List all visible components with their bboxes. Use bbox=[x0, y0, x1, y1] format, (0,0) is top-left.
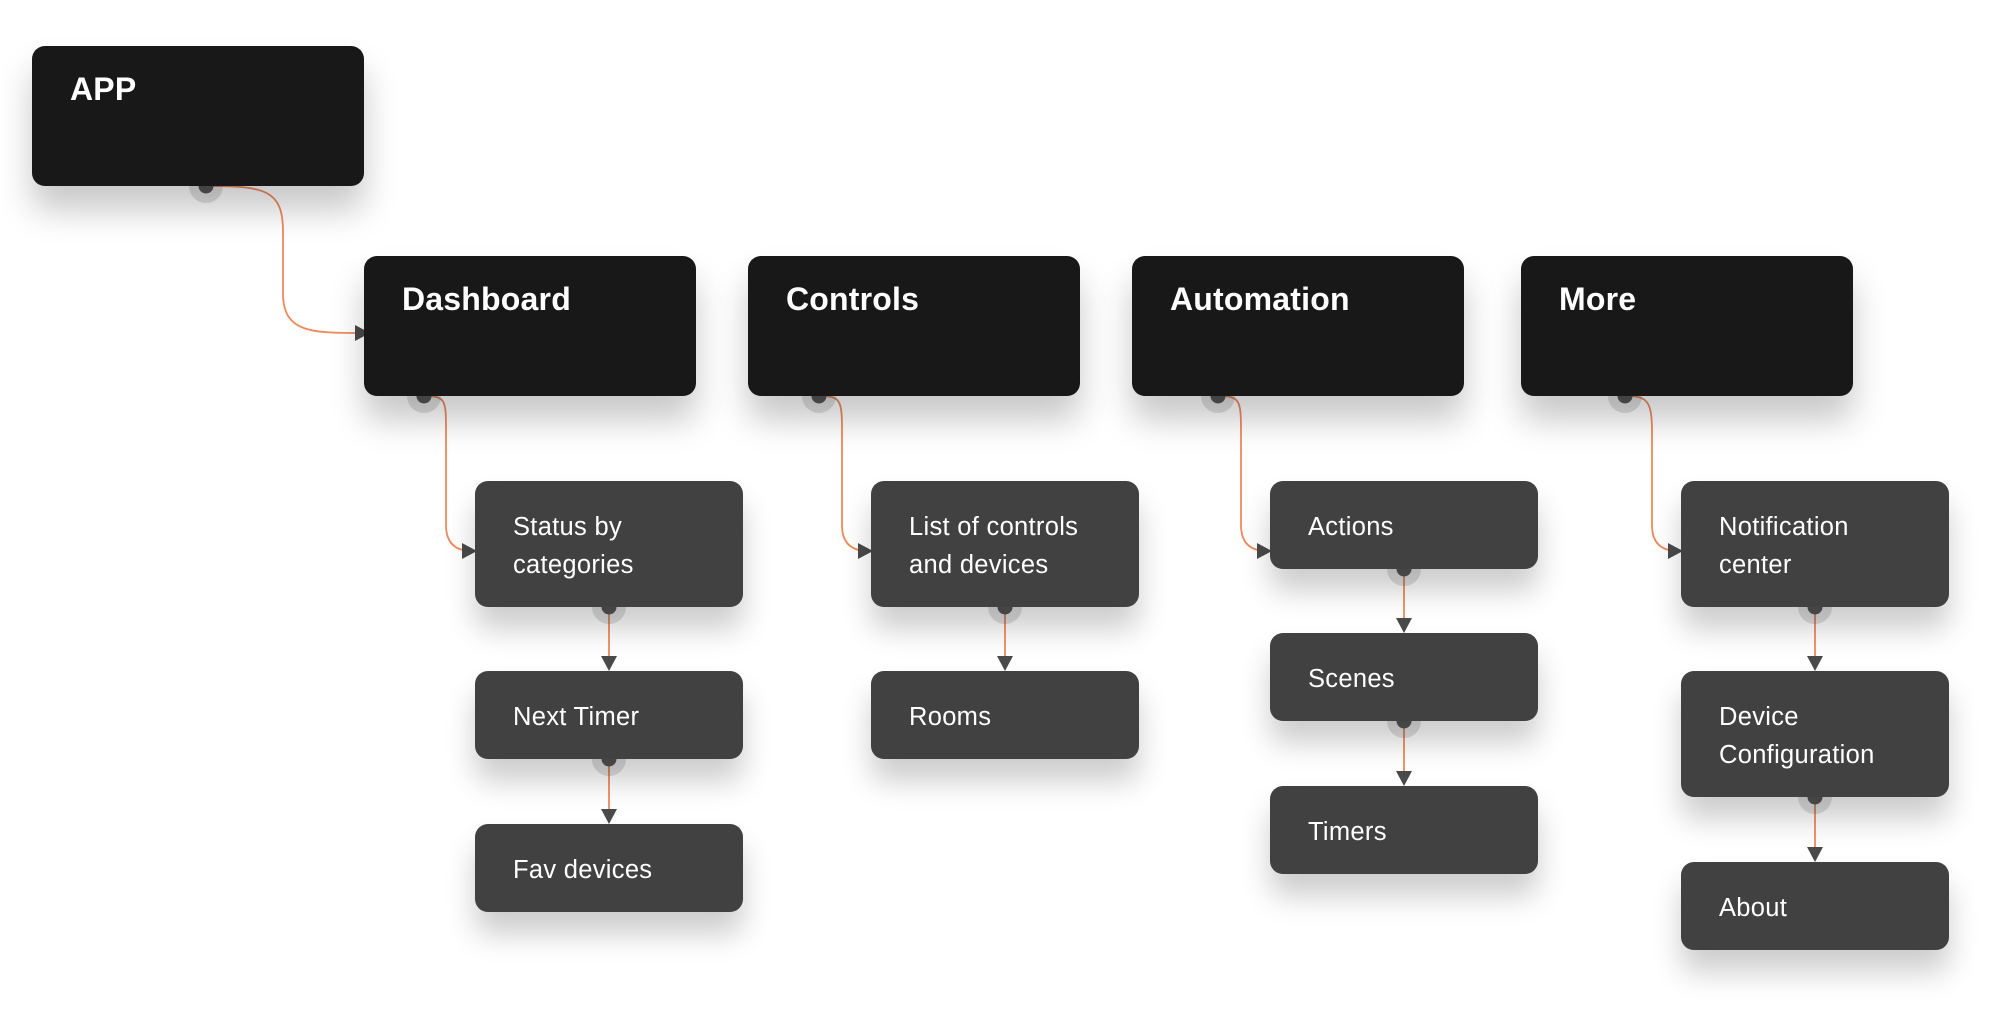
node-automation[interactable]: Automation bbox=[1132, 256, 1464, 396]
node-status-by-categories-label: Status by categories bbox=[513, 513, 634, 579]
node-dashboard[interactable]: Dashboard bbox=[364, 256, 696, 396]
node-fav-devices[interactable]: Fav devices bbox=[475, 824, 743, 912]
dashboard-to-status-arrowhead bbox=[462, 543, 477, 559]
node-controls[interactable]: Controls bbox=[748, 256, 1080, 396]
node-next-timer[interactable]: Next Timer bbox=[475, 671, 743, 759]
node-rooms[interactable]: Rooms bbox=[871, 671, 1139, 759]
actions-to-scenes-arrowhead bbox=[1396, 618, 1412, 633]
node-list-of-controls-label: List of controls and devices bbox=[909, 513, 1079, 579]
node-status-by-categories[interactable]: Status by categories bbox=[475, 481, 743, 607]
next-timer-to-fav-arrowhead bbox=[601, 809, 617, 824]
node-notification-center-label: Notification center bbox=[1719, 513, 1849, 579]
node-device-configuration-label: Device Configuration bbox=[1719, 703, 1875, 769]
node-app-label: APP bbox=[70, 71, 137, 107]
notification-to-config-arrowhead bbox=[1807, 656, 1823, 671]
node-controls-label: Controls bbox=[786, 281, 920, 317]
node-list-of-controls[interactable]: List of controls and devices bbox=[871, 481, 1139, 607]
node-dashboard-label: Dashboard bbox=[402, 281, 571, 317]
node-automation-label: Automation bbox=[1170, 281, 1350, 317]
node-more[interactable]: More bbox=[1521, 256, 1853, 396]
scenes-to-timers-arrowhead bbox=[1396, 771, 1412, 786]
controls-to-list-connector bbox=[818, 395, 871, 552]
app-to-dashboard-connector bbox=[205, 185, 365, 334]
node-timers-label: Timers bbox=[1308, 818, 1387, 846]
more-to-notification-connector bbox=[1624, 395, 1681, 552]
node-rooms-label: Rooms bbox=[909, 703, 992, 731]
list-to-rooms-arrowhead bbox=[997, 656, 1013, 671]
automation-to-actions-connector bbox=[1217, 395, 1270, 552]
node-scenes-label: Scenes bbox=[1308, 665, 1395, 693]
node-notification-center[interactable]: Notification center bbox=[1681, 481, 1949, 607]
node-actions[interactable]: Actions bbox=[1270, 481, 1538, 569]
node-app[interactable]: APP bbox=[32, 46, 364, 186]
node-actions-label: Actions bbox=[1308, 513, 1394, 541]
node-scenes[interactable]: Scenes bbox=[1270, 633, 1538, 721]
automation-to-actions-arrowhead bbox=[1257, 543, 1272, 559]
controls-to-list-arrowhead bbox=[858, 543, 873, 559]
status-to-next-timer-arrowhead bbox=[601, 656, 617, 671]
node-fav-devices-label: Fav devices bbox=[513, 856, 653, 884]
more-to-notification-arrowhead bbox=[1668, 543, 1683, 559]
node-timers[interactable]: Timers bbox=[1270, 786, 1538, 874]
node-more-label: More bbox=[1559, 281, 1637, 317]
node-about[interactable]: About bbox=[1681, 862, 1949, 950]
config-to-about-arrowhead bbox=[1807, 847, 1823, 862]
node-device-configuration[interactable]: Device Configuration bbox=[1681, 671, 1949, 797]
dashboard-to-status-connector bbox=[423, 395, 475, 552]
node-about-label: About bbox=[1719, 894, 1788, 922]
node-next-timer-label: Next Timer bbox=[513, 703, 640, 731]
app-to-dashboard-arrowhead bbox=[355, 325, 370, 341]
